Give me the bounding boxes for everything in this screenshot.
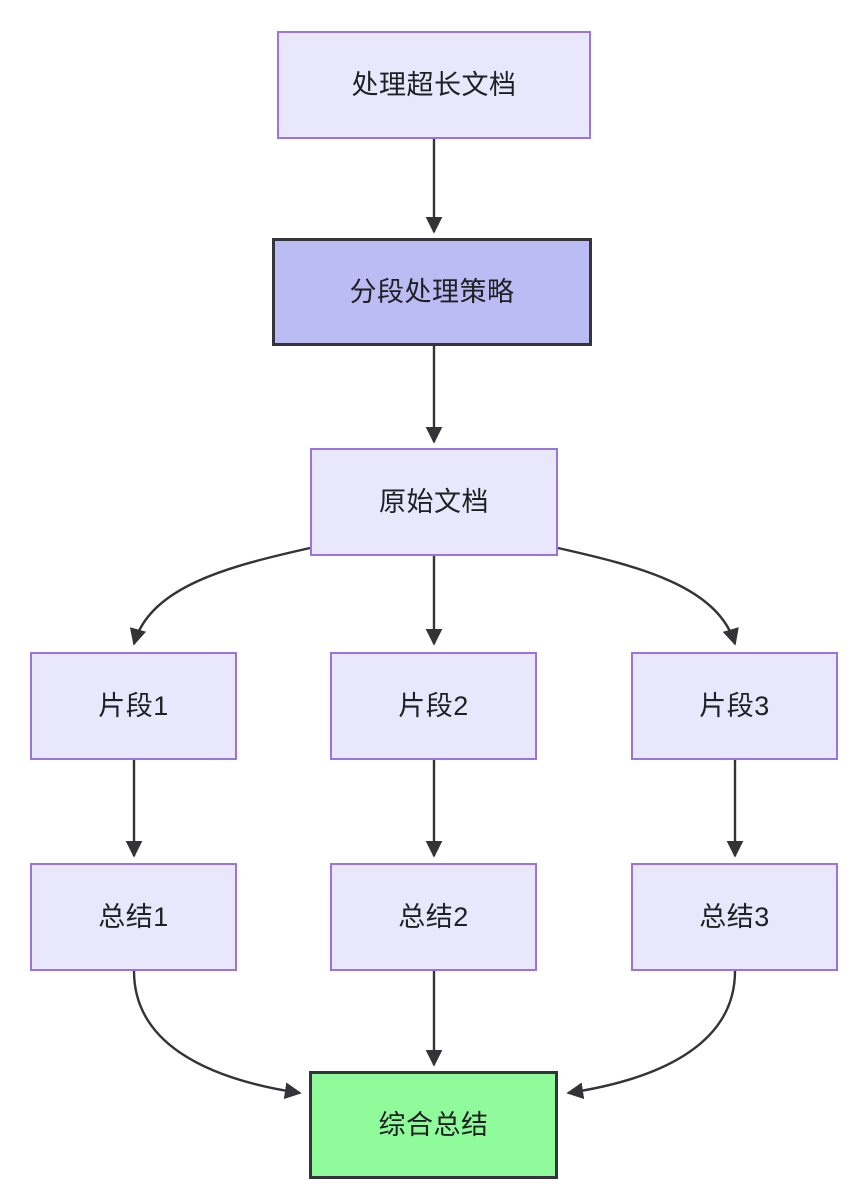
node-label: 片段2 [398, 690, 469, 721]
node-label: 分段处理策略 [349, 276, 515, 307]
edge-n7-n10 [132, 970, 302, 1100]
node-fragment-2[interactable]: 片段2 [330, 652, 537, 760]
node-label: 综合总结 [378, 1109, 489, 1140]
node-label: 片段1 [98, 690, 169, 721]
node-label: 总结1 [98, 901, 169, 932]
node-combined-summary[interactable]: 综合总结 [309, 1071, 558, 1179]
node-label: 片段3 [699, 690, 770, 721]
node-label: 总结3 [699, 901, 770, 932]
node-label: 总结2 [398, 901, 469, 932]
node-label: 原始文档 [379, 486, 489, 517]
node-chunking-strategy[interactable]: 分段处理策略 [272, 238, 592, 346]
node-fragment-1[interactable]: 片段1 [30, 652, 237, 760]
node-summary-1[interactable]: 总结1 [30, 863, 237, 971]
node-summary-3[interactable]: 总结3 [631, 863, 838, 971]
edge-n3-n6 [557, 546, 739, 646]
edge-n3-n4 [129, 546, 311, 646]
node-label: 处理超长文档 [351, 69, 517, 100]
node-summary-2[interactable]: 总结2 [330, 863, 537, 971]
node-source-document[interactable]: 原始文档 [310, 448, 558, 556]
node-fragment-3[interactable]: 片段3 [631, 652, 838, 760]
edge-n9-n10 [566, 970, 737, 1100]
node-process-long-document[interactable]: 处理超长文档 [277, 31, 591, 139]
